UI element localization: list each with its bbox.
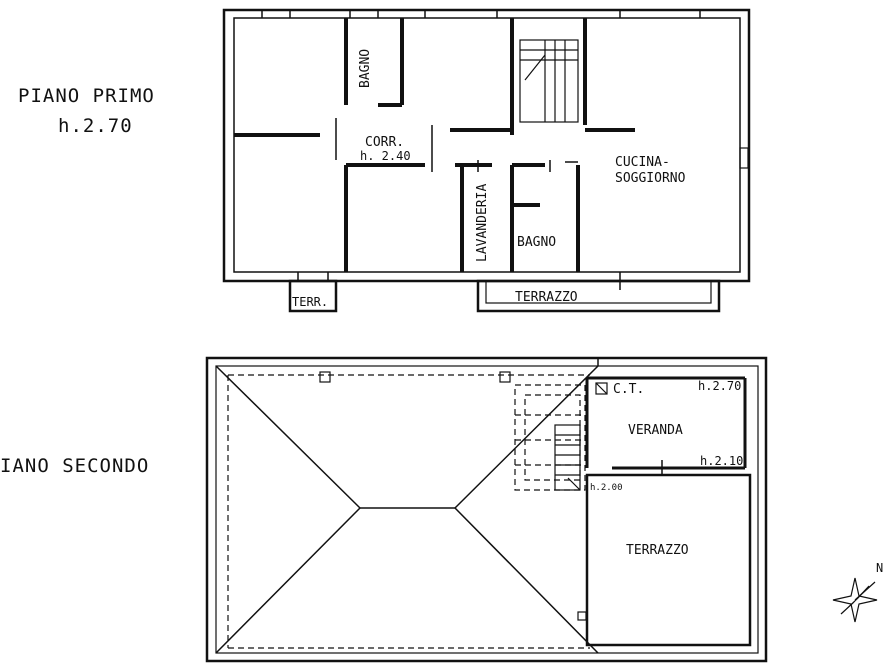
room-label-terr-small: TERR. — [292, 295, 328, 309]
room-label-cucina-line2: SOGGIORNO — [615, 171, 686, 186]
room-label-lavanderia: LAVANDERIA — [475, 184, 490, 262]
first-floor-height: h.2.70 — [58, 115, 133, 137]
second-floor-plan — [205, 356, 768, 663]
room-label-bagno-top: BAGNO — [358, 49, 373, 88]
room-label-ct: C.T. — [613, 382, 644, 397]
compass-rose-icon — [832, 577, 878, 623]
first-floor-title: PIANO PRIMO — [18, 85, 155, 107]
room-label-veranda: VERANDA — [628, 423, 683, 438]
height-label-200: h.2.00 — [590, 483, 623, 493]
room-label-corr: CORR. — [365, 135, 404, 150]
second-floor-title: IANO SECONDO — [0, 455, 149, 477]
compass-north-label: N — [876, 561, 883, 575]
first-floor-plan — [222, 8, 751, 313]
room-label-corr-height: h. 2.40 — [360, 149, 411, 163]
room-label-bagno-bottom: BAGNO — [517, 235, 556, 250]
room-label-terrazzo-second: TERRAZZO — [626, 543, 689, 558]
height-label-270: h.2.70 — [698, 379, 741, 393]
height-label-210: h.2.10 — [700, 454, 743, 468]
room-label-cucina-line1: CUCINA- — [615, 155, 670, 170]
room-label-terrazzo-first: TERRAZZO — [515, 290, 578, 305]
